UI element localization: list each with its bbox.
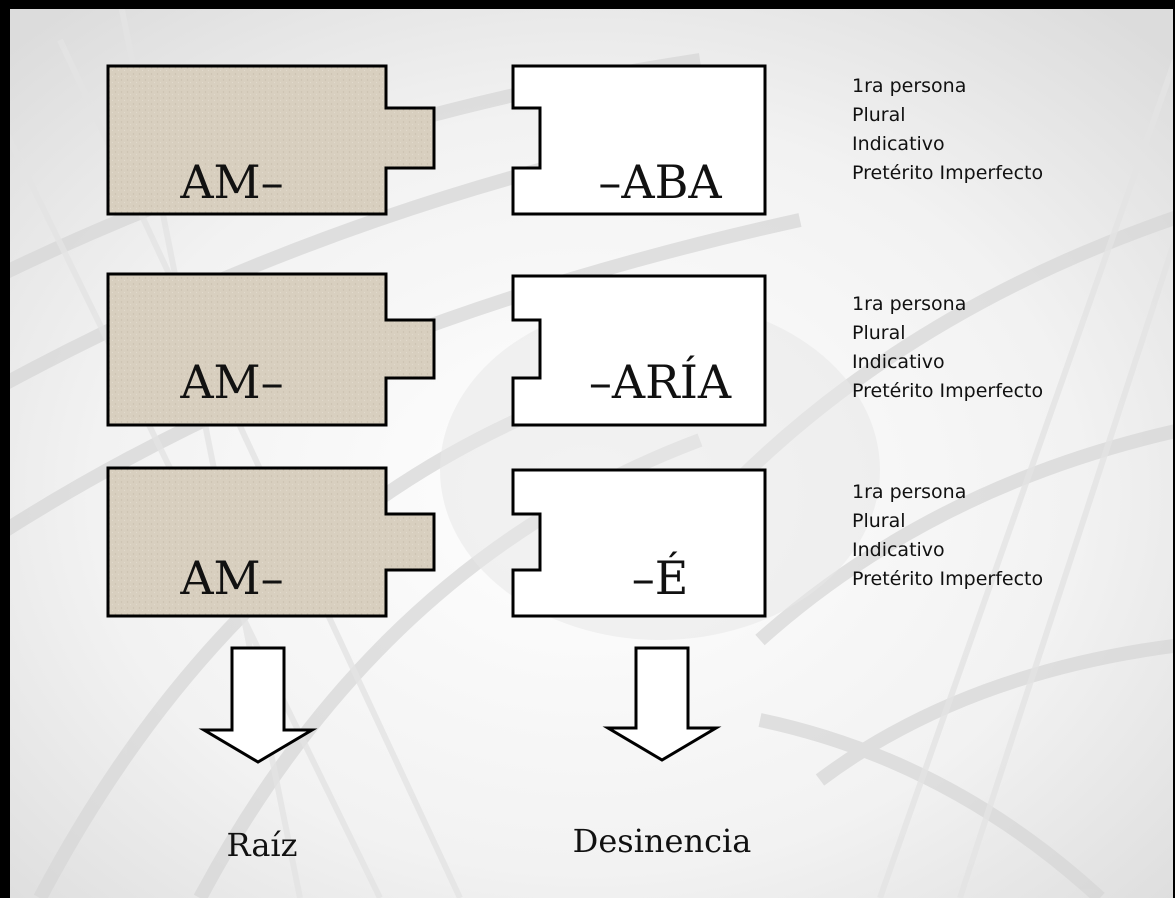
root-label: Raíz xyxy=(226,826,298,864)
description-line: Plural xyxy=(852,510,906,532)
ending-label: Desinencia xyxy=(572,822,752,860)
description-line: 1ra persona xyxy=(852,481,967,503)
description-line: Indicativo xyxy=(852,351,945,373)
root-text: AM– xyxy=(179,355,283,409)
ending-piece xyxy=(511,468,767,618)
root-text: AM– xyxy=(179,155,283,209)
ending-piece xyxy=(511,64,767,216)
description-line: Pretérito Imperfecto xyxy=(852,568,1044,590)
description-line: Plural xyxy=(852,104,906,126)
description-line: 1ra persona xyxy=(852,75,967,97)
description-line: Pretérito Imperfecto xyxy=(852,162,1044,184)
description-line: Plural xyxy=(852,322,906,344)
root-piece xyxy=(106,272,436,427)
down-arrow-icon xyxy=(198,646,318,764)
description-line: Indicativo xyxy=(852,133,945,155)
ending-text: –ARÍA xyxy=(589,354,732,409)
ending-text: –É xyxy=(632,550,689,605)
root-piece xyxy=(106,466,436,618)
grammar-description: 1ra persona Plural Indicativo Pretérito … xyxy=(852,72,1043,188)
down-arrow-icon xyxy=(602,646,722,762)
grammar-description: 1ra persona Plural Indicativo Pretérito … xyxy=(852,478,1043,594)
ending-piece xyxy=(511,274,767,427)
description-line: Pretérito Imperfecto xyxy=(852,380,1044,402)
description-line: Indicativo xyxy=(852,539,945,561)
description-line: 1ra persona xyxy=(852,293,967,315)
root-text: AM– xyxy=(179,551,283,605)
grammar-description: 1ra persona Plural Indicativo Pretérito … xyxy=(852,290,1043,406)
ending-text: –ABA xyxy=(598,155,722,209)
root-piece xyxy=(106,64,436,216)
